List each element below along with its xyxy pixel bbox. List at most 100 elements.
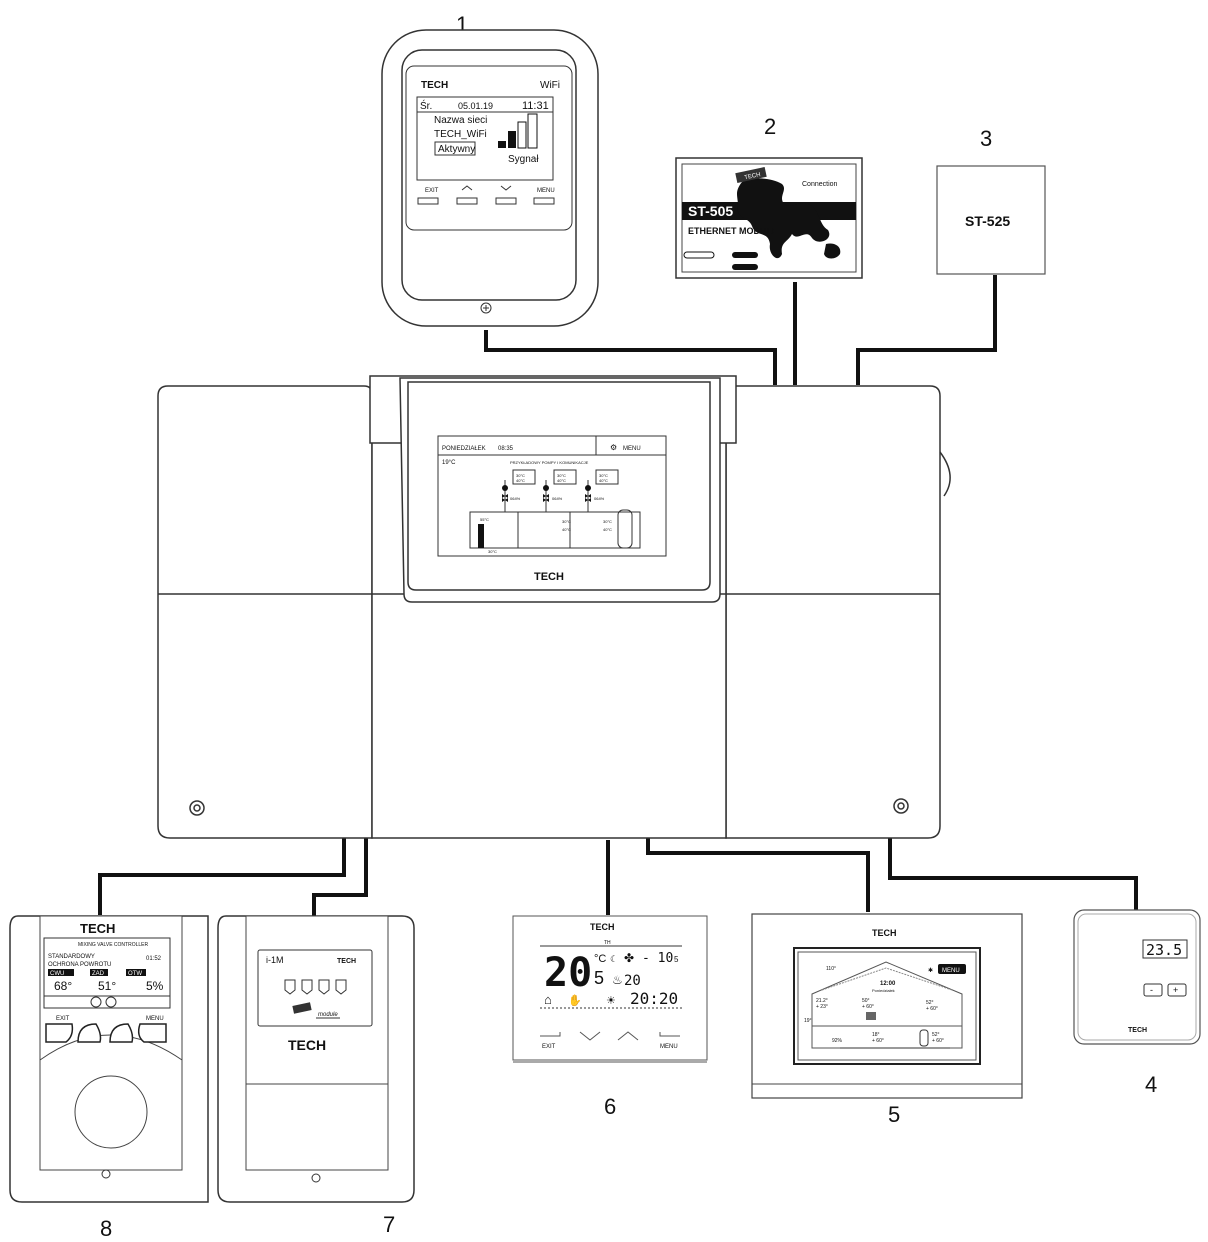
wifi-module: TECH WiFi Śr. 05.01.19 11:31 Nazwa sieci… (381, 29, 599, 327)
c6-exit-label: EXIT (542, 1044, 556, 1050)
zone3-t1: 30°C (599, 473, 608, 478)
boiler-icon (478, 524, 484, 548)
c6-brand: TECH (590, 922, 615, 932)
wire-7 (312, 838, 368, 918)
main-buffer-t2: 40°C (562, 527, 571, 532)
valve3-icon (585, 494, 591, 502)
st525-module: ST-525 (936, 165, 1046, 275)
c6-humidity: 20 (624, 973, 641, 989)
c8-cwu-value: 68° (54, 979, 72, 993)
c5-floor-temp: 92% (832, 1038, 843, 1044)
c7-shield3-icon (318, 979, 330, 995)
c5-room2-a: 50° (862, 998, 870, 1004)
wire-1 (484, 330, 777, 385)
main-buffer-t1: 30°C (562, 519, 571, 524)
c6-sun-icon: ☀ (606, 995, 616, 1007)
signal-bars-icon (498, 113, 538, 149)
wifi-network-name: TECH_WiFi (434, 129, 487, 140)
c8-pump-icon (90, 996, 102, 1008)
c6-temp-decimal: 5 (594, 968, 604, 988)
label-2: 2 (764, 114, 777, 139)
controller-6: TECH TH 20 °C ☾ 5 ✤ - 10 5 ♨ 20 ⌂ ✋ ☀ 20… (512, 915, 708, 1063)
wifi-label: WiFi (540, 80, 560, 91)
controller-5: TECH 110° ✱ MENU 12:00 Poniedziałek 21.2… (751, 913, 1023, 1099)
c7-screw-icon (311, 1173, 321, 1183)
zone2-t1: 30°C (557, 473, 566, 478)
c4-minus-button[interactable] (1143, 983, 1163, 997)
c6-moon-icon: ☾ (610, 954, 618, 964)
c8-mode: STANDARDOWY (48, 954, 95, 960)
ethernet-connection: Connection (802, 181, 838, 188)
pump3-icon (585, 485, 591, 491)
wire-3 (856, 275, 997, 385)
wifi-date: 05.01.19 (458, 101, 493, 111)
c5-room1-b: + 23° (816, 1004, 828, 1010)
c8-otw-label: OTW (128, 971, 142, 977)
wire-8 (98, 838, 346, 915)
wire-5 (646, 838, 870, 912)
label-4: 4 (1145, 1072, 1158, 1097)
main-menu: MENU (623, 446, 641, 452)
main-day: PONIEDZIAŁEK (442, 446, 486, 452)
world-map-icon (737, 178, 841, 259)
ethernet-model: ST-505 (688, 203, 733, 219)
main-return-temp: 30°C (488, 549, 497, 554)
c4-minus-label: - (1150, 985, 1153, 995)
wifi-menu-button[interactable] (533, 197, 555, 205)
c6-down-button[interactable] (579, 1031, 601, 1041)
wifi-day: Śr. (420, 99, 432, 112)
c8-menu-button[interactable] (137, 1023, 167, 1043)
c6-home-icon: ⌂ (544, 992, 552, 1007)
wifi-down-button[interactable] (495, 197, 517, 205)
valve1-icon (502, 494, 508, 502)
main-outside-temp: 19°C (442, 460, 456, 466)
c7-shield2-icon (301, 979, 313, 995)
c8-menu-label: MENU (146, 1016, 164, 1022)
c5-menu: MENU (942, 968, 960, 974)
main-tank-t2: 40°C (603, 527, 612, 532)
c4-plus-button[interactable] (1167, 983, 1187, 997)
c7-footer-brand: TECH (288, 1037, 326, 1053)
c6-menu-line (659, 1032, 680, 1037)
c5-left-temp: 19° (804, 1018, 812, 1024)
c5-room2-b: + 60° (862, 1004, 874, 1010)
c8-otw-value: 5% (146, 979, 164, 993)
connection-lines (98, 275, 1138, 918)
c7-shield4-icon (335, 979, 347, 995)
c7-model: i-1M (266, 955, 284, 965)
main-screen: PONIEDZIAŁEK 08:35 ⚙ MENU 19°C PRZYKŁADO… (438, 436, 666, 583)
controller-8: TECH MIXING VALVE CONTROLLER STANDARDOWY… (9, 915, 209, 1203)
c5-room3-b: + 60° (926, 1006, 938, 1012)
c8-up-button[interactable] (109, 1023, 134, 1043)
c6-day: TH (604, 940, 611, 946)
c6-hand-icon: ✋ (568, 994, 582, 1007)
c6-exit-button[interactable] (540, 1032, 561, 1037)
label-3: 3 (980, 126, 993, 151)
wifi-down-arrow-icon (500, 185, 512, 191)
main-header: PRZYKŁADOWY POMPY I KOMUNIKACJE (510, 460, 589, 465)
zone3-valve: 064% (594, 496, 605, 501)
zone1-t1: 30°C (516, 473, 525, 478)
c6-fan-icon: ✤ (624, 951, 634, 965)
c6-menu-label: MENU (660, 1044, 678, 1050)
c8-down-button[interactable] (77, 1023, 102, 1043)
c5-brand: TECH (872, 928, 897, 938)
wifi-up-button[interactable] (456, 197, 478, 205)
c8-brand: TECH (80, 921, 115, 936)
c5-settings-icon: ✱ (928, 967, 933, 974)
c8-exit-label: EXIT (56, 1016, 70, 1022)
zone1-t2: 40°C (516, 478, 525, 483)
c6-up-button[interactable] (617, 1031, 639, 1041)
main-boiler-temp: 55°C (480, 517, 489, 522)
c6-humidity-icon: ♨ (612, 973, 623, 987)
wifi-exit-button[interactable] (417, 197, 439, 205)
ethernet-reset-button[interactable] (683, 251, 715, 259)
main-tank-t1: 30°C (603, 519, 612, 524)
ethernet-led-1 (732, 252, 758, 258)
c6-outdoor-decimal: 5 (674, 955, 679, 964)
c5-tank-icon (919, 1029, 929, 1047)
c8-exit-button[interactable] (45, 1023, 74, 1043)
wifi-network-label: Nazwa sieci (434, 115, 487, 126)
main-time: 08:35 (498, 446, 514, 452)
c5-house-outline (811, 961, 963, 1049)
